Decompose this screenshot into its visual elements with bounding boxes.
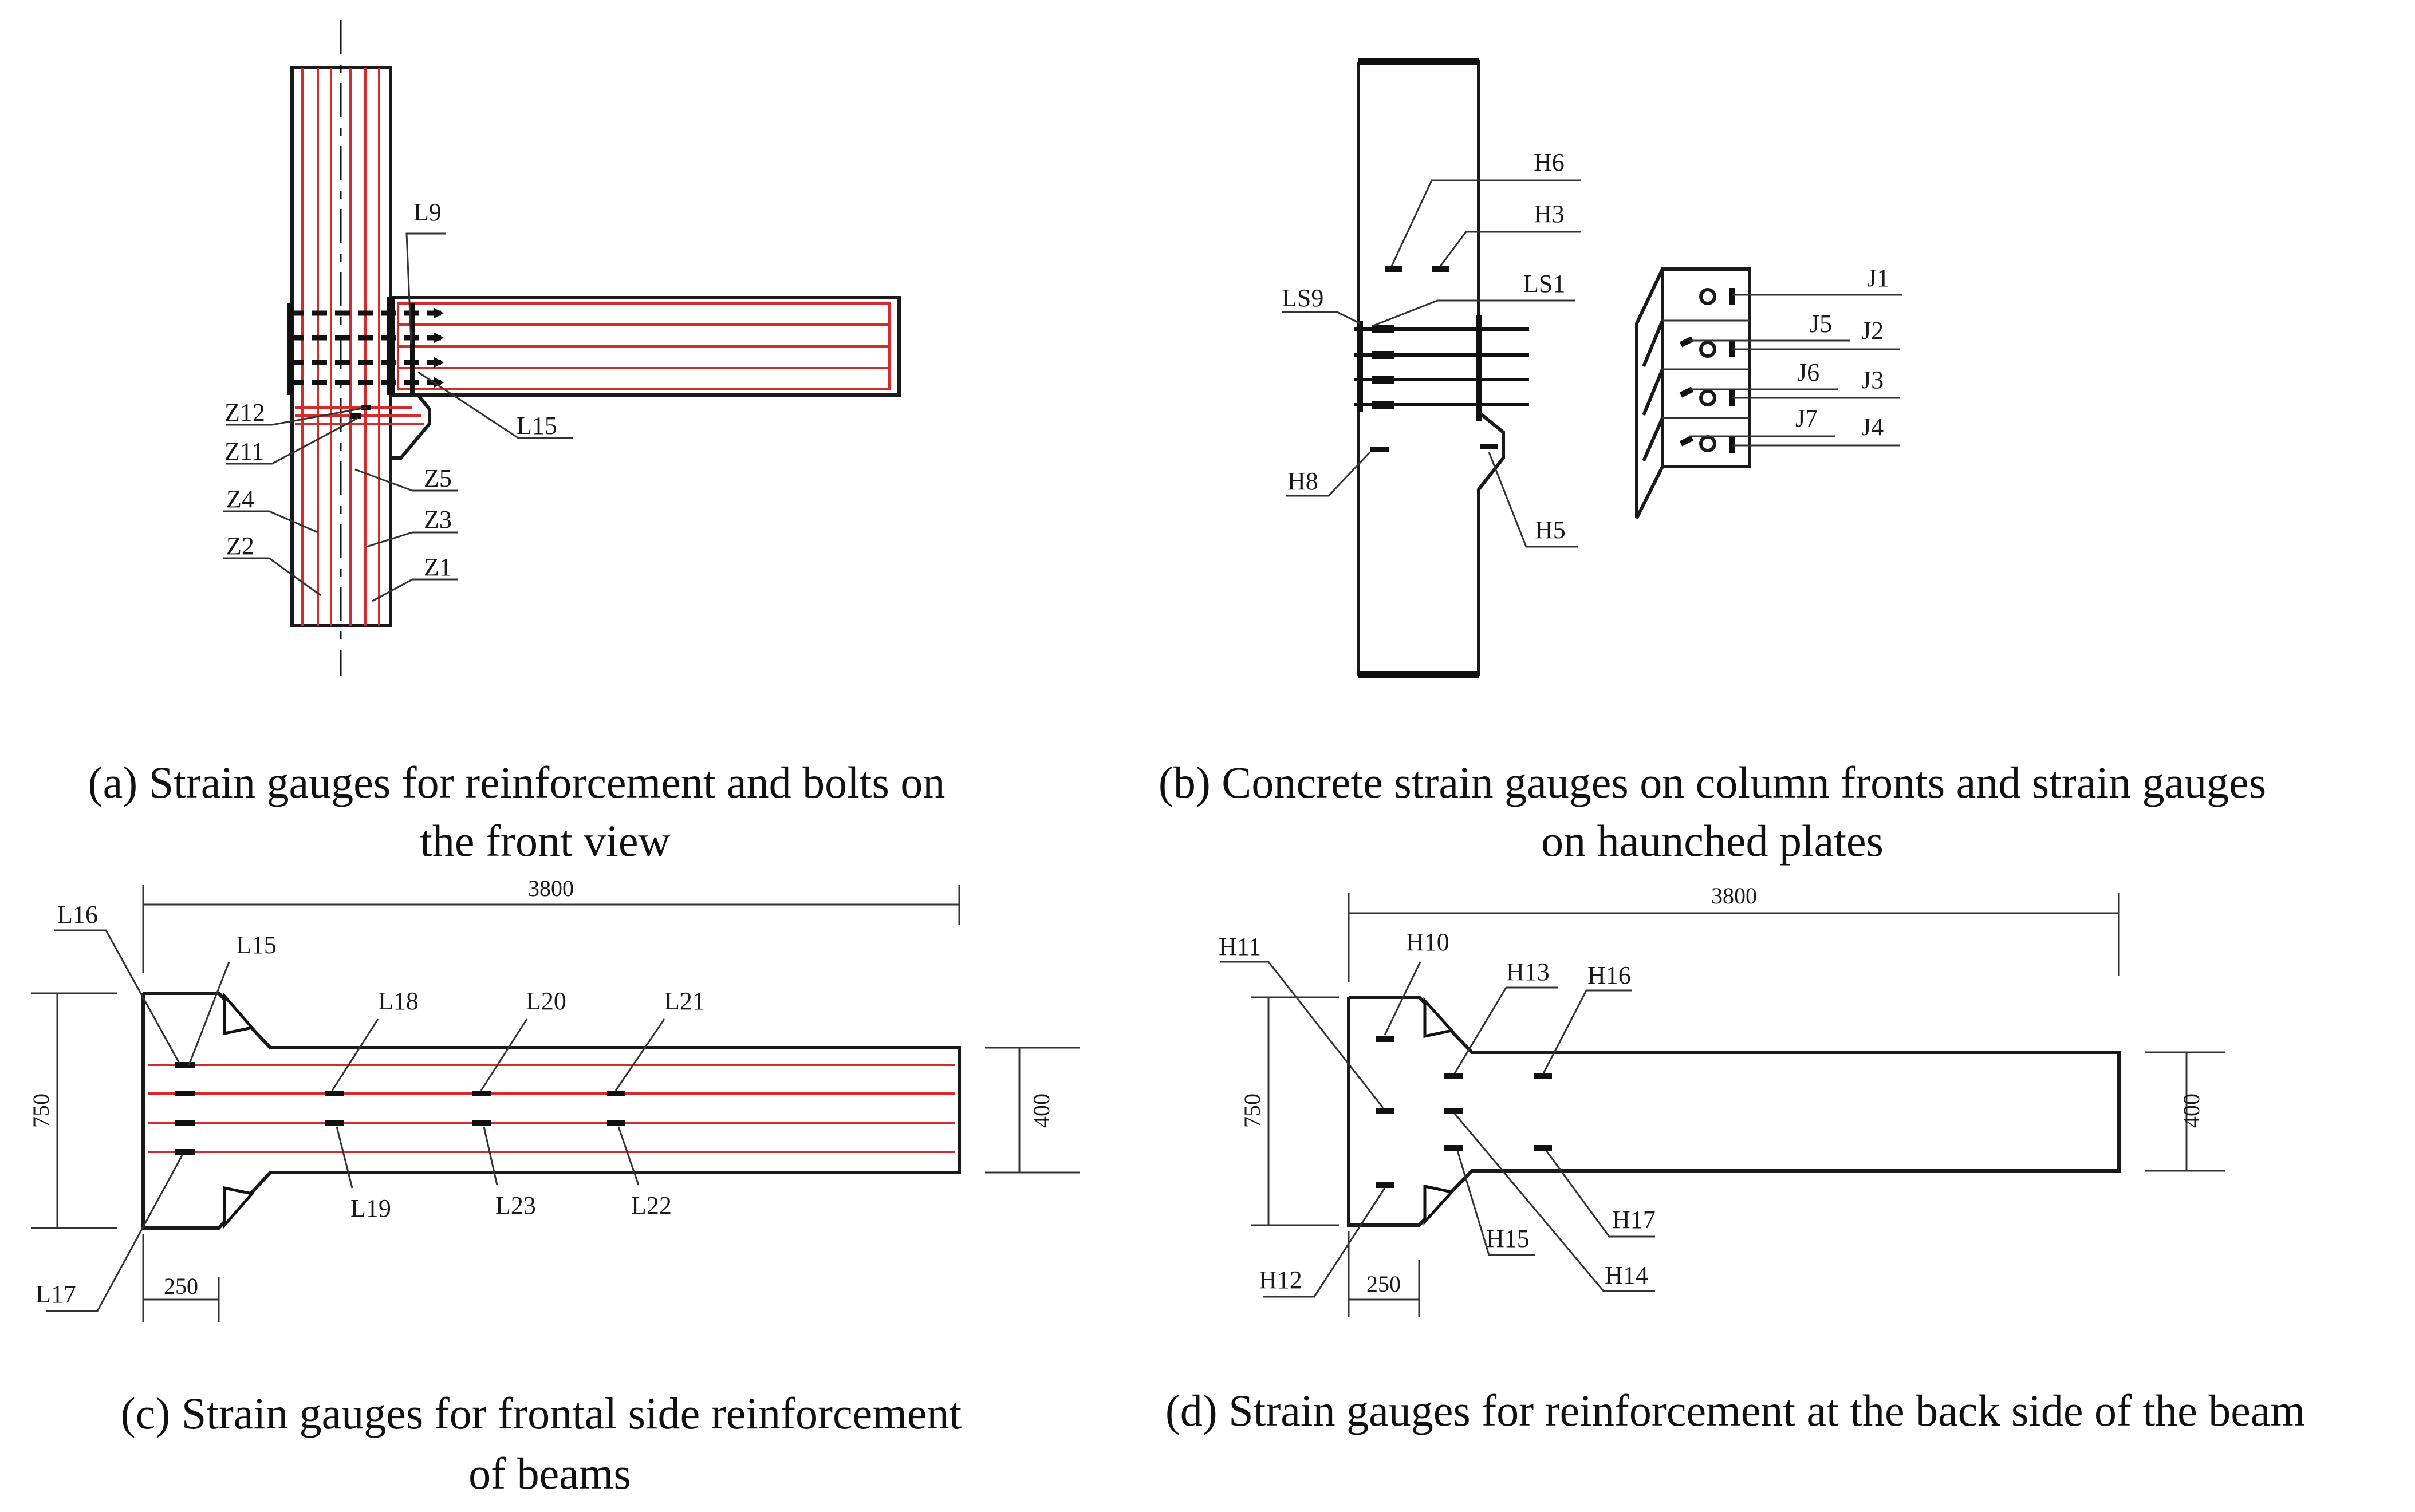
caption-d-line1: (d) Strain gauges for reinforcement at t… (1165, 1385, 2305, 1435)
dimension-750: 750 (28, 1093, 54, 1128)
panel-d-drawing (1220, 893, 2225, 1317)
panel-c-labels: L16 L15 L18 L20 L21 L19 L23 L22 L17 3800… (28, 875, 1054, 1308)
label-H12: H12 (1259, 1266, 1302, 1294)
label-J4: J4 (1861, 413, 1884, 441)
label-Z1: Z1 (424, 553, 452, 581)
label-H13: H13 (1506, 958, 1550, 986)
label-J6: J6 (1797, 358, 1819, 386)
label-LS9: LS9 (1282, 284, 1323, 312)
label-L16: L16 (57, 901, 98, 929)
label-H16: H16 (1587, 961, 1631, 989)
panel-a-drawing (223, 20, 901, 676)
label-L19: L19 (350, 1194, 391, 1222)
label-H8: H8 (1287, 467, 1318, 495)
label-H6: H6 (1534, 148, 1565, 176)
label-Z5: Z5 (424, 464, 452, 492)
label-L18: L18 (378, 987, 419, 1015)
label-L21: L21 (664, 987, 705, 1015)
label-J5: J5 (1810, 310, 1832, 338)
label-L15: L15 (236, 931, 277, 959)
label-Z11: Z11 (224, 437, 264, 465)
dimension-250: 250 (164, 1273, 198, 1299)
label-J3: J3 (1861, 366, 1884, 394)
dimension-250: 250 (1366, 1271, 1401, 1297)
label-Z4: Z4 (226, 485, 254, 513)
label-H10: H10 (1406, 928, 1449, 956)
label-L23: L23 (495, 1191, 536, 1219)
label-L20: L20 (526, 987, 566, 1015)
caption-c-line2: of beams (468, 1448, 631, 1498)
dimension-3800: 3800 (1711, 883, 1757, 909)
caption-a-line2: the front view (420, 816, 671, 866)
label-J7: J7 (1795, 404, 1818, 432)
caption-a-line1: (a) Strain gauges for reinforcement and … (88, 757, 945, 807)
label-H3: H3 (1534, 200, 1565, 228)
label-L15: L15 (517, 412, 557, 440)
panel-a-labels: L9 Z12 Z11 L15 Z5 Z4 Z3 Z2 Z1 (224, 198, 557, 581)
dimension-750: 750 (1239, 1093, 1265, 1128)
label-H17: H17 (1612, 1206, 1656, 1234)
label-H5: H5 (1535, 516, 1566, 544)
dimension-3800: 3800 (528, 875, 574, 901)
label-L17: L17 (36, 1280, 76, 1308)
panel-b-drawing (1282, 58, 1902, 678)
panel-b-labels: H6 H3 LS9 LS1 H8 H5 J1 J5 J2 J6 J3 J7 J4 (1282, 148, 1889, 544)
label-Z12: Z12 (224, 398, 265, 427)
caption-b-line1: (b) Concrete strain gauges on column fro… (1159, 757, 2266, 807)
label-H11: H11 (1219, 933, 1261, 961)
label-J1: J1 (1867, 264, 1889, 292)
panel-d-labels: H11 H10 H13 H16 H15 H17 H12 H14 3800 750… (1219, 883, 2204, 1297)
label-L9: L9 (413, 198, 442, 226)
dimension-400: 400 (1029, 1093, 1054, 1128)
caption-b-line2: on haunched plates (1541, 816, 1884, 866)
dimension-400: 400 (2178, 1093, 2204, 1128)
caption-c-line1: (c) Strain gauges for frontal side reinf… (121, 1388, 962, 1438)
label-J2: J2 (1861, 317, 1884, 345)
label-LS1: LS1 (1523, 270, 1565, 298)
label-Z2: Z2 (226, 532, 254, 560)
label-Z3: Z3 (424, 506, 452, 534)
label-H15: H15 (1486, 1225, 1530, 1253)
label-L22: L22 (631, 1191, 672, 1219)
label-H14: H14 (1605, 1261, 1648, 1289)
panel-c-drawing (31, 885, 1080, 1322)
